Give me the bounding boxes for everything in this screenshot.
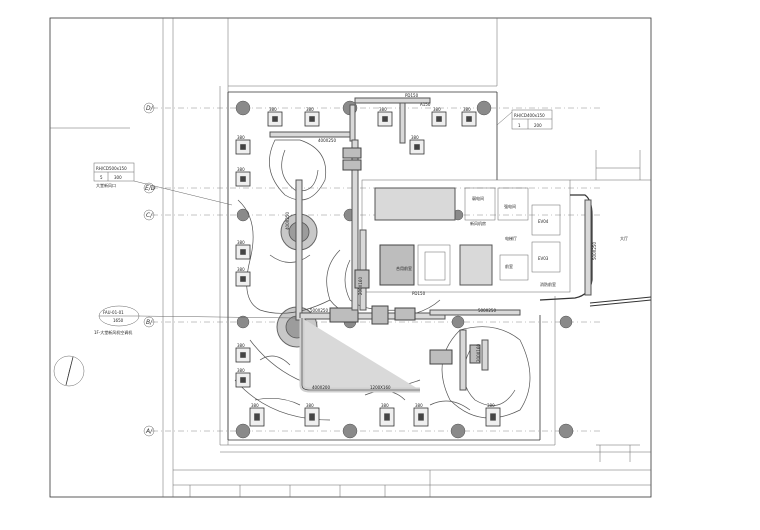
axis-label-a: A/ [145, 428, 153, 435]
callout-left-v: 300 [114, 175, 122, 180]
fcu-bottom-3: 380 [413, 403, 429, 427]
fcu-top-1-label: 380 [306, 107, 314, 112]
room-label-lobby: 大厅 [620, 235, 628, 241]
room-label-r1: 弱电间 [472, 195, 484, 201]
callout-right-q: 1 [518, 123, 521, 128]
core-rooms: EV04 EV03 大厅 弱电间 强电间 前室 电梯厅 消防前室 合用前室 新风… [374, 187, 628, 287]
fan-coil-units: 380 380 380 380 380 380 380 380 380 380 380 380 380 3… [235, 107, 501, 427]
fcu-bottom-2: 380 [379, 403, 395, 427]
fcu-bottom-0: 380 [249, 403, 265, 427]
callout-left-title: RH/CD500x150 [96, 166, 127, 171]
callout-left-q: 5 [100, 175, 103, 180]
fcu-top-0: 380 [267, 107, 283, 127]
fcu-left-1: 380 [235, 167, 251, 187]
room-label-r6: 合用前室 [396, 265, 412, 271]
room-label-r3: 前室 [505, 263, 513, 269]
axis-label-d: D/ [146, 105, 154, 112]
building-outline [227, 91, 593, 441]
tag-a150: A150 [420, 102, 431, 107]
tag-upper-mid: PD150 [412, 291, 426, 296]
fcu-bottom-2-label: 380 [381, 403, 389, 408]
fcu-top-2: 380 [377, 107, 393, 127]
fcu-left-3: 380 [235, 267, 251, 287]
unit-tag-note: 1F-大堂新风机空调机 [94, 329, 132, 335]
ductwork [269, 97, 592, 393]
fcu-bottom-0-label: 380 [251, 403, 259, 408]
fcu-top-4-label: 380 [463, 107, 471, 112]
fcu-left-0: 380 [235, 135, 251, 155]
fcu-left-5-label: 380 [237, 368, 245, 373]
drawing-frame [49, 17, 652, 498]
callout-right: RH/CD400x150 1 200 [496, 109, 553, 130]
fcu-left-2: 380 [235, 240, 251, 260]
callout-right-v: 200 [534, 123, 542, 128]
axis-label-b: B/ [146, 319, 153, 326]
room-label-ev03: EV03 [538, 256, 549, 261]
tag-pd150-top: PD150 [405, 93, 419, 98]
fcu-top-3: 380 [431, 107, 447, 127]
fcu-top-0-label: 380 [269, 107, 277, 112]
tag-right-vertical: 500X250 [592, 242, 597, 260]
fcu-top-1: 380 [304, 107, 320, 127]
north-arrow-icon [53, 355, 85, 387]
callout-unit-tag: FAU-01-01 1650 1F-大堂新风机空调机 [94, 305, 297, 335]
axis-label-ed: E/D [145, 185, 156, 192]
fcu-top-4: 380 [461, 107, 477, 127]
fcu-top-5: 380 [409, 135, 425, 155]
unit-tag-title: FAU-01-01 [103, 310, 124, 315]
fcu-bottom-4-label: 380 [487, 403, 495, 408]
fcu-top-2-label: 380 [379, 107, 387, 112]
unit-tag-v: 1650 [113, 318, 124, 323]
fcu-left-2-label: 380 [237, 240, 245, 245]
room-label-r2: 强电间 [504, 203, 516, 209]
room-label-r5: 消防前室 [540, 281, 556, 287]
axis-label-c: C/ [146, 212, 153, 219]
fcu-left-1-label: 380 [237, 167, 245, 172]
fcu-bottom-1-label: 380 [306, 403, 314, 408]
duct-tags: PD150 A150 400X250 400X250 500X250 PD150… [285, 93, 597, 390]
callout-left-note: 大堂新风口 [96, 182, 116, 188]
tag-small-upper: 200X160 [358, 277, 363, 295]
fcu-left-3-label: 380 [237, 267, 245, 272]
tag-vertical-mid: 200X160 [476, 344, 481, 362]
room-label-r7: 新风机房 [470, 220, 486, 226]
room-label-ev04: EV04 [538, 219, 549, 224]
fcu-left-5: 380 [235, 368, 251, 388]
tag-left-vertical: 400X250 [285, 212, 290, 230]
fcu-bottom-4: 380 [485, 403, 501, 427]
fcu-bottom-3-label: 380 [415, 403, 423, 408]
fcu-left-4-label: 380 [237, 343, 245, 348]
callout-right-title: RH/CD400x150 [514, 113, 545, 118]
fcu-top-5-label: 380 [411, 135, 419, 140]
tag-r400: 400X250 [318, 138, 336, 143]
fcu-bottom-1: 380 [304, 403, 320, 427]
tag-mid: 500X250 [310, 308, 328, 313]
bottom-ticks [189, 470, 431, 497]
fcu-left-0-label: 380 [237, 135, 245, 140]
room-label-r4: 电梯厅 [505, 235, 517, 241]
fcu-top-3-label: 380 [433, 107, 441, 112]
tag-bottom-left: 400X200 [312, 385, 330, 390]
tag-right-upper: 500X250 [478, 308, 496, 313]
fcu-left-4: 380 [235, 343, 251, 363]
site-boundary [50, 18, 652, 497]
tag-bottom-mid: 1200X160 [370, 385, 391, 390]
callout-left: RH/CD500x150 5 300 大堂新风口 [93, 162, 233, 206]
